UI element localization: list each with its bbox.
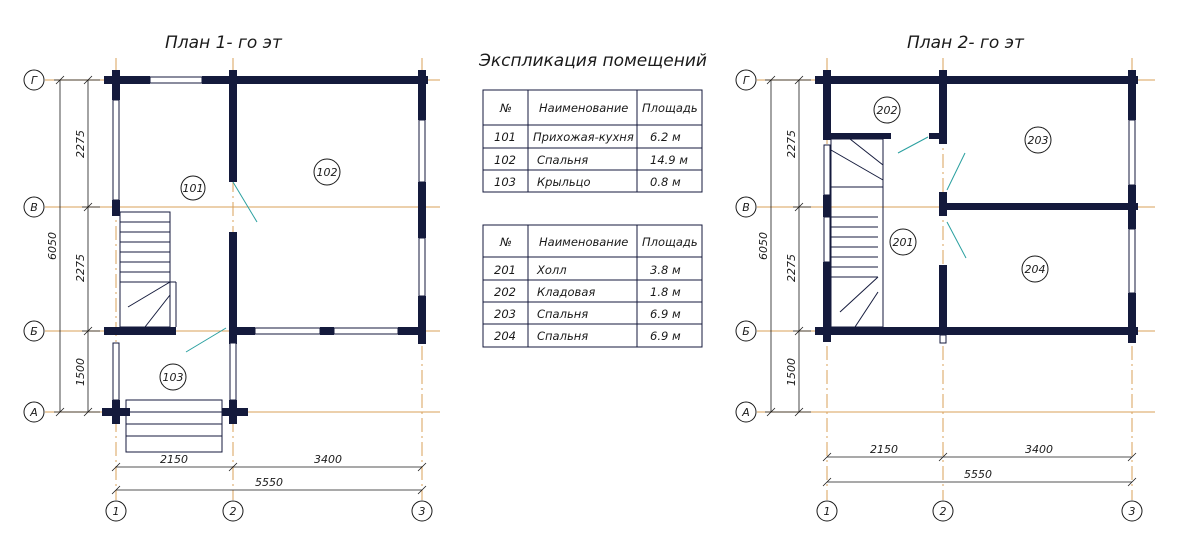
room-number: 202 [877, 104, 898, 117]
axis-col-label: 2 [230, 505, 237, 518]
table-2-header-no: № [499, 235, 512, 249]
explication-table-2 [482, 224, 703, 348]
dim-total-vertical: 6050 [757, 232, 770, 260]
table-cell: 3.8 м [650, 263, 681, 277]
plan-1-vertical-dims [54, 75, 100, 417]
dim-vertical: 2275 [785, 254, 798, 282]
room-number: 103 [163, 371, 184, 384]
room-number: 102 [317, 166, 338, 179]
axis-row-label: А [741, 406, 750, 419]
plan-2-stairs [830, 138, 884, 328]
explication: Экспликация помещений № Наименование Пло… [478, 51, 707, 348]
table-cell: 6.9 м [650, 307, 681, 321]
dim-vertical: 1500 [785, 358, 798, 386]
table-cell: 204 [494, 329, 516, 343]
plan-1-row-markers: Г В Б А [23, 69, 45, 423]
table-cell: Спальня [537, 307, 588, 321]
plan-1-windows [112, 76, 426, 401]
plan-2-leaders [897, 136, 967, 259]
axis-col-label: 1 [824, 505, 831, 518]
dim-total-horizontal: 5550 [964, 468, 992, 481]
table-cell: 6.9 м [650, 329, 681, 343]
table-cell: Холл [536, 263, 567, 277]
table-cell: 1.8 м [650, 285, 681, 299]
axis-col-label: 2 [940, 505, 947, 518]
plan-1-col-markers: 1 2 3 [105, 500, 433, 522]
table-2-header-area: Площадь [642, 235, 698, 249]
room-number: 204 [1025, 263, 1046, 276]
explication-table-1 [482, 89, 703, 193]
axis-row-label: В [742, 201, 750, 214]
plan-2-col-markers: 1 2 3 [816, 500, 1143, 522]
axis-row-label: Б [742, 325, 750, 338]
dim-vertical: 2275 [785, 130, 798, 158]
dim-vertical: 1500 [74, 358, 87, 386]
table-cell: 103 [494, 175, 516, 189]
table-cell: 203 [494, 307, 516, 321]
plan-2-title: План 2- го эт [907, 33, 1025, 53]
plan-1: План 1- го эт Г В Б А 1 2 [23, 33, 440, 522]
axis-row-label: Б [30, 325, 38, 338]
plan-2-axis-lines [757, 58, 1155, 500]
axis-row-label: Г [743, 74, 750, 87]
table-cell: 14.9 м [650, 153, 688, 167]
dim-horizontal: 3400 [314, 453, 342, 466]
dim-total-horizontal: 5550 [255, 476, 283, 489]
table-cell: Кладовая [537, 285, 595, 299]
plan-2-horizontal-dims [822, 452, 1137, 487]
axis-col-label: 1 [113, 505, 120, 518]
table-cell: 101 [494, 130, 516, 144]
plan-2-walls [815, 70, 1138, 343]
table-1-header-name: Наименование [539, 101, 628, 115]
table-2-header-name: Наименование [539, 235, 628, 249]
table-1-header-area: Площадь [642, 101, 698, 115]
table-cell: Спальня [537, 153, 588, 167]
plan-2-vertical-dims [765, 75, 811, 417]
axis-row-label: А [29, 406, 38, 419]
dim-vertical: 2275 [74, 254, 87, 282]
plan-1-horizontal-dims [111, 462, 427, 495]
table-cell: Спальня [537, 329, 588, 343]
table-cell: 0.8 м [650, 175, 681, 189]
plan-1-leaders [185, 181, 258, 353]
table-1-header-no: № [499, 101, 512, 115]
table-cell: 201 [494, 263, 516, 277]
table-cell: 6.2 м [650, 130, 681, 144]
dim-horizontal: 2150 [870, 443, 898, 456]
table-cell: 102 [494, 153, 516, 167]
axis-row-label: В [30, 201, 38, 214]
dim-vertical: 2275 [74, 130, 87, 158]
explication-title: Экспликация помещений [478, 51, 707, 71]
plan-1-axis-lines [45, 58, 440, 500]
axis-col-label: 3 [419, 505, 426, 518]
axis-row-label: Г [31, 74, 38, 87]
axis-col-label: 3 [1129, 505, 1136, 518]
table-cell: Крыльцо [537, 175, 591, 189]
plan-1-title: План 1- го эт [165, 33, 283, 53]
plan-1-stairs [119, 211, 223, 453]
plan-1-walls [102, 70, 428, 424]
table-cell: 202 [494, 285, 516, 299]
dim-horizontal: 2150 [160, 453, 188, 466]
dim-horizontal: 3400 [1025, 443, 1053, 456]
table-cell: Прихожая-кухня [533, 130, 634, 144]
plan-2-row-markers: Г В Б А [735, 69, 757, 423]
room-number: 201 [893, 236, 914, 249]
room-number: 203 [1028, 134, 1049, 147]
plan-2-windows [823, 119, 1136, 344]
plan-1-room-markers: 101 102 103 [159, 158, 341, 391]
room-number: 101 [183, 182, 204, 195]
plan-2: План 2- го эт Г В Б А 1 2 3 [735, 33, 1155, 522]
dim-total-vertical: 6050 [46, 232, 59, 260]
plan-2-room-markers: 202 203 201 204 [873, 96, 1052, 283]
